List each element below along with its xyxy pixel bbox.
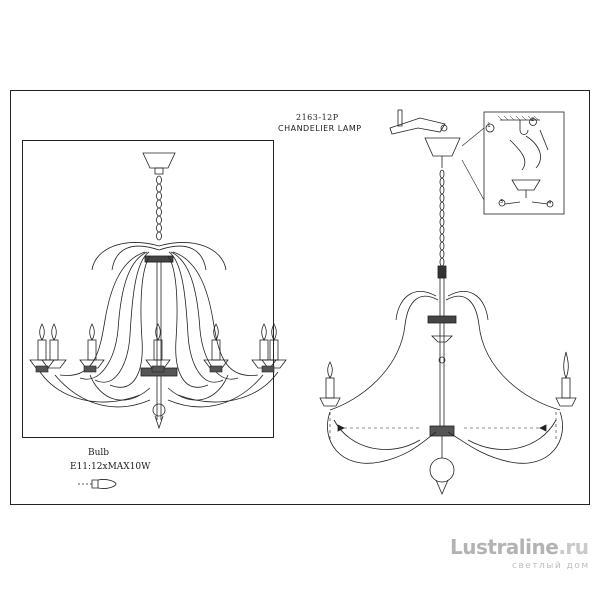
callout-leaders xyxy=(461,127,485,201)
bulb-spec: E11:12xMAX10W xyxy=(70,462,151,472)
watermark-logo: Lustraline.ru xyxy=(450,535,589,559)
assembly-canopy xyxy=(424,137,461,157)
callout-marker-4: 4 xyxy=(548,200,552,206)
ceiling-canopy xyxy=(142,152,176,169)
bulb-label: Bulb xyxy=(88,448,110,458)
product-name: CHANDELIER LAMP xyxy=(278,124,362,133)
callout-marker-3: 3 xyxy=(500,199,504,205)
detail-callout-box xyxy=(483,111,565,215)
candle-bulbs xyxy=(39,323,277,341)
watermark-brand: Lustraline xyxy=(450,535,559,559)
outer-frame xyxy=(10,90,590,505)
watermark-tagline: светлый дом xyxy=(512,561,590,571)
candle-sleeves xyxy=(37,339,279,361)
callout-marker-2: 2 xyxy=(531,117,535,123)
chain xyxy=(156,175,162,241)
watermark-tld: .ru xyxy=(558,535,589,559)
callout-marker-1: 1 xyxy=(487,122,491,129)
mounting-bracket xyxy=(389,117,446,135)
front-view-frame xyxy=(22,140,274,438)
front-view-chandelier xyxy=(29,152,287,430)
assembly-chain xyxy=(439,169,445,267)
bulb-icon xyxy=(78,479,117,489)
model-code: 2163-12P xyxy=(296,113,339,122)
assembly-view-chandelier xyxy=(319,109,577,496)
